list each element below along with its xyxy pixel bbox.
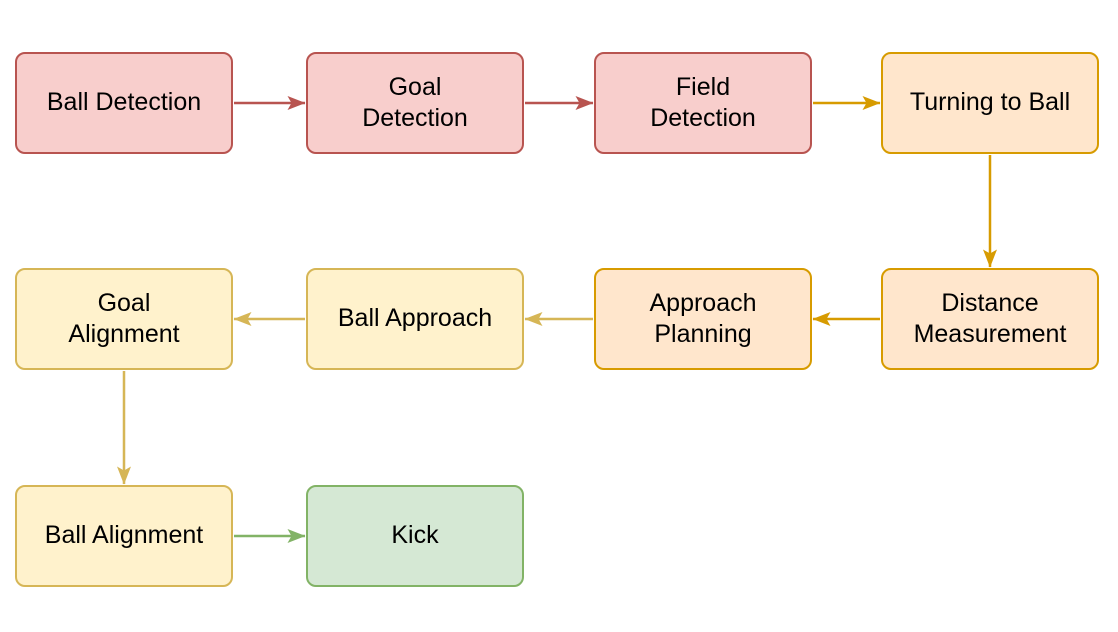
node-ball-alignment: Ball Alignment bbox=[15, 485, 233, 587]
node-approach-planning: Approach Planning bbox=[594, 268, 812, 370]
node-ball-alignment-label: Ball Alignment bbox=[44, 521, 204, 550]
node-ball-approach: Ball Approach bbox=[306, 268, 524, 370]
node-goal-detection-label: Goal Detection bbox=[362, 72, 468, 132]
node-goal-alignment-label: Goal Alignment bbox=[68, 288, 180, 348]
node-turning-to-ball: Turning to Ball bbox=[881, 52, 1099, 154]
node-distance-measurement-label: Distance Measurement bbox=[913, 288, 1067, 348]
node-ball-detection-label: Ball Detection bbox=[46, 88, 202, 117]
node-goal-alignment: Goal Alignment bbox=[15, 268, 233, 370]
node-ball-detection: Ball Detection bbox=[15, 52, 233, 154]
node-distance-measurement: Distance Measurement bbox=[881, 268, 1099, 370]
node-kick: Kick bbox=[306, 485, 524, 587]
node-ball-approach-label: Ball Approach bbox=[337, 304, 493, 333]
node-approach-planning-label: Approach Planning bbox=[649, 288, 757, 348]
node-field-detection: Field Detection bbox=[594, 52, 812, 154]
node-goal-detection: Goal Detection bbox=[306, 52, 524, 154]
node-kick-label: Kick bbox=[391, 521, 439, 550]
node-field-detection-label: Field Detection bbox=[650, 72, 756, 132]
node-turning-to-ball-label: Turning to Ball bbox=[909, 88, 1071, 117]
